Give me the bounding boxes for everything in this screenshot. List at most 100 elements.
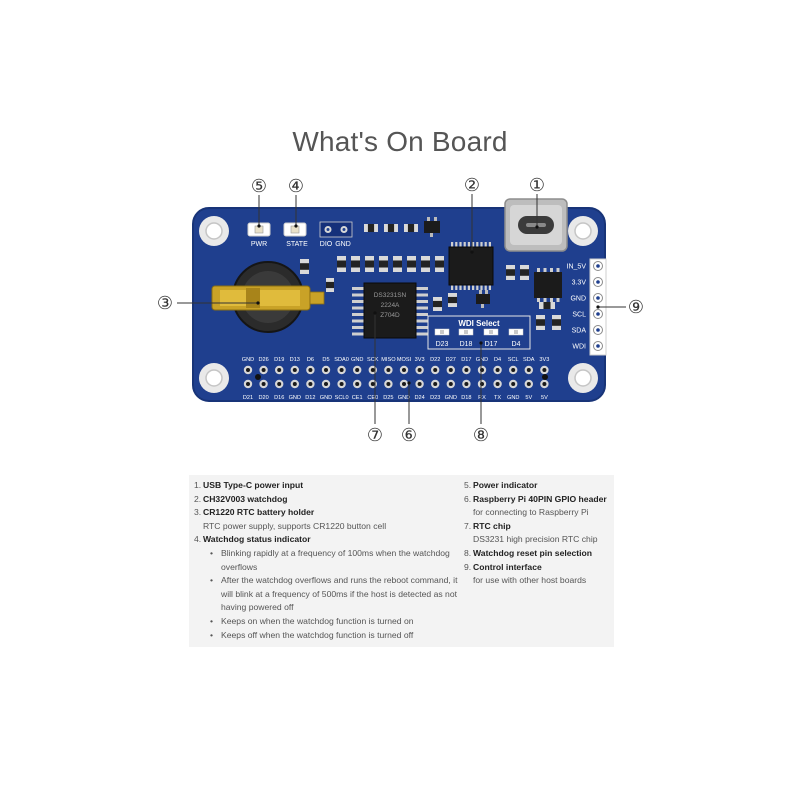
svg-text:Z704D: Z704D [380, 312, 400, 319]
callout-1: ① [529, 175, 545, 196]
resistor [407, 256, 416, 272]
resistor [448, 293, 457, 307]
state-label: STATE [286, 241, 308, 248]
legend-item: 3.CR1220 RTC battery holder [194, 507, 315, 518]
chip-pin [416, 313, 428, 316]
chip-pin [416, 293, 428, 297]
mounting-holes [199, 216, 598, 393]
gpio-pin-label: SDA [523, 357, 535, 363]
gpio-pin-label: SCL [508, 357, 519, 363]
gpio-pin-label: D26 [258, 357, 268, 363]
transistor [476, 290, 490, 308]
chip-pin [472, 285, 475, 290]
resistor [404, 224, 418, 232]
gpio-pin-label: SDA0 [334, 357, 349, 363]
callout-8: ⑧ [473, 425, 489, 446]
callout-2: ② [464, 175, 480, 196]
chip-pin [543, 298, 547, 302]
chip-pin [459, 242, 462, 247]
small-chip [534, 268, 562, 302]
gpio-pin-label: CE1 [352, 395, 363, 401]
resistor [506, 265, 515, 280]
gpio-pin-label: D13 [290, 357, 300, 363]
gpio-pin-label: D22 [430, 357, 440, 363]
board-diagram: PWR STATE DIO GND DS3231SN 2224A Z704D [157, 175, 644, 446]
gpio-pin-label: D21 [243, 395, 253, 401]
watchdog-chip [448, 242, 494, 290]
gpio-pin-label: D20 [258, 395, 268, 401]
chip-pin [352, 332, 364, 336]
chip-pin [352, 293, 364, 297]
chip-pin [352, 326, 364, 329]
chip-pin [484, 285, 487, 290]
rtc-chip: DS3231SN 2224A Z704D [352, 282, 428, 339]
chip-pin [416, 306, 428, 310]
legend-item: 2.CH32V003 watchdog [194, 493, 288, 504]
callout-dots [256, 224, 600, 385]
chip-pin [352, 319, 364, 323]
chip-pin [537, 298, 540, 302]
wdi-jumper-pad [508, 328, 524, 336]
resistor [364, 224, 378, 232]
transistor [424, 217, 440, 237]
gpio-pin-label: D5 [322, 357, 329, 363]
chip-pin [451, 285, 454, 290]
legend-item: 5.Power indicator [464, 480, 538, 490]
gpio-pin-label: GND [351, 357, 363, 363]
chip-pin [416, 332, 428, 336]
resistor [520, 265, 529, 280]
resistor [351, 256, 360, 272]
resistor [365, 256, 374, 272]
legend-item: 6.Raspberry Pi 40PIN GPIO header [464, 493, 607, 504]
wdi-jumper-pad [483, 328, 499, 336]
gpio-pin-label: GND [320, 395, 332, 401]
legend-item: 7.RTC chip [464, 520, 511, 531]
header-pin-label: SCL [572, 312, 586, 319]
legend-desc: RTC power supply, supports CR1220 button… [203, 520, 387, 531]
resistor [552, 315, 561, 330]
svg-text:DS3231SN: DS3231SN [374, 292, 407, 299]
header-pin-label: IN_5V [567, 264, 587, 271]
chip-pin [352, 287, 364, 290]
gpio-pin-label: GND [476, 357, 488, 363]
wdi-pin-label: D23 [436, 341, 449, 348]
gpio-pin-label: D17 [461, 357, 471, 363]
chip-pin [463, 285, 466, 290]
callout-7: ⑦ [367, 425, 383, 446]
chip-pin [455, 285, 458, 290]
gpio-pin-label: SCK [367, 357, 379, 363]
bullet-item: Keeps on when the watchdog function is t… [210, 615, 461, 629]
gpio-pin-label: RX [478, 395, 486, 401]
resistor [539, 302, 555, 309]
chip-pin [455, 242, 458, 247]
gpio-pin-label: 3V3 [539, 357, 549, 363]
chip-pin [476, 285, 479, 290]
page-title: What's On Board [292, 126, 508, 157]
gpio-pin-label: SCL0 [335, 395, 349, 401]
gpio-pin-label: CE0 [367, 395, 378, 401]
callout-5: ⑤ [251, 176, 267, 197]
gpio-pin-label: GND [289, 395, 301, 401]
chip-pin [467, 242, 470, 247]
callout-6: ⑥ [401, 425, 417, 446]
resistor [337, 256, 346, 272]
gpio-pin-label: D27 [446, 357, 456, 363]
chip-pin [352, 300, 364, 303]
chip-pin [550, 268, 553, 272]
svg-text:WDI Select: WDI Select [458, 319, 500, 328]
chip-pin [416, 300, 428, 303]
passive-components [300, 224, 561, 330]
chip-pin [488, 242, 491, 247]
resistor [536, 315, 545, 330]
chip-pin [451, 242, 454, 247]
legend-item: 8.Watchdog reset pin selection [464, 547, 593, 558]
resistor [384, 224, 398, 232]
gnd-label: GND [335, 241, 351, 248]
resistor [421, 256, 430, 272]
gpio-pin-label: MOSI [397, 357, 412, 363]
callout-lines [177, 194, 626, 424]
resistor [300, 259, 309, 274]
resistor [393, 256, 402, 272]
